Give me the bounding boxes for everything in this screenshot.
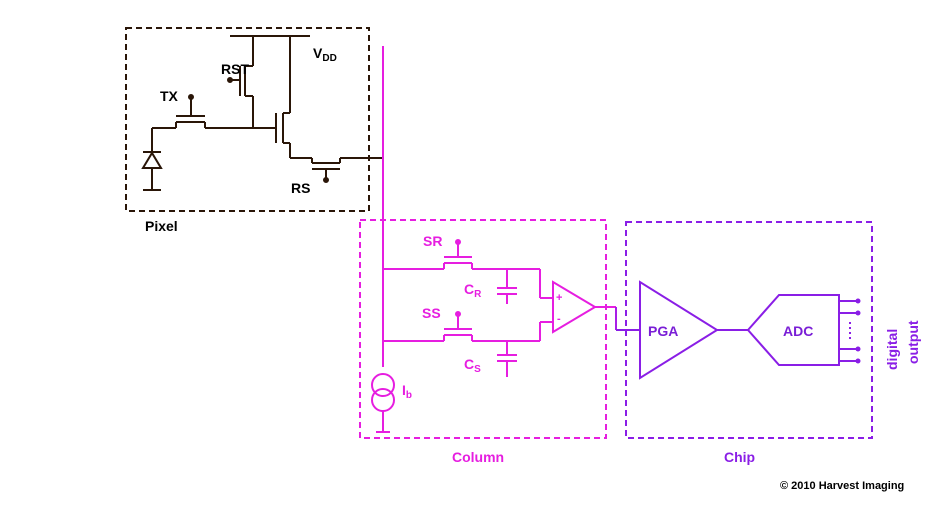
opamp-plus-label: + <box>556 292 562 304</box>
chip-box-label: Chip <box>724 449 755 465</box>
pga-block <box>639 280 719 380</box>
sr-switch <box>383 239 540 270</box>
cr-label: CR <box>464 281 482 300</box>
rs-transistor <box>290 157 383 183</box>
ib-label: Ib <box>402 382 412 401</box>
sf-transistor <box>275 112 291 158</box>
pga-label: PGA <box>648 323 678 339</box>
cs-label: CS <box>464 356 481 375</box>
photodiode <box>141 128 163 191</box>
pixel-labels: VDD RST TX RS Pixel <box>145 45 337 234</box>
column-labels: SR SS CR CS Ib + - Column <box>402 233 562 465</box>
chip-labels: PGA ADC Chip digital output <box>648 320 921 465</box>
ss-switch <box>383 311 540 342</box>
cr-capacitor <box>497 269 517 304</box>
digital-output-label-line2: output <box>905 320 921 364</box>
cs-capacitor <box>497 341 517 377</box>
current-source-ib <box>371 373 395 433</box>
column-box-label: Column <box>452 449 504 465</box>
opamp-minus-label: - <box>557 313 561 325</box>
digital-output-lines <box>839 300 858 362</box>
sr-label: SR <box>423 233 442 249</box>
pixel-circuit <box>125 27 383 212</box>
ss-label: SS <box>422 305 441 321</box>
opamp <box>552 280 597 334</box>
chip-box <box>625 221 873 439</box>
tx-transistor <box>152 94 206 129</box>
column-circuit <box>359 46 616 439</box>
rs-label: RS <box>291 180 310 196</box>
adc-label: ADC <box>783 323 813 339</box>
pixel-box-label: Pixel <box>145 218 178 234</box>
column-box <box>359 219 607 439</box>
rst-label: RST <box>221 61 249 77</box>
tx-label: TX <box>160 88 179 104</box>
rst-transistor <box>227 36 254 128</box>
adc-block <box>746 294 840 366</box>
pixel-box <box>125 27 370 212</box>
vdd-label: VDD <box>313 45 337 64</box>
chip-circuit <box>625 221 873 439</box>
digital-output-label-line1: digital <box>884 329 900 370</box>
copyright-text: © 2010 Harvest Imaging <box>780 480 904 492</box>
